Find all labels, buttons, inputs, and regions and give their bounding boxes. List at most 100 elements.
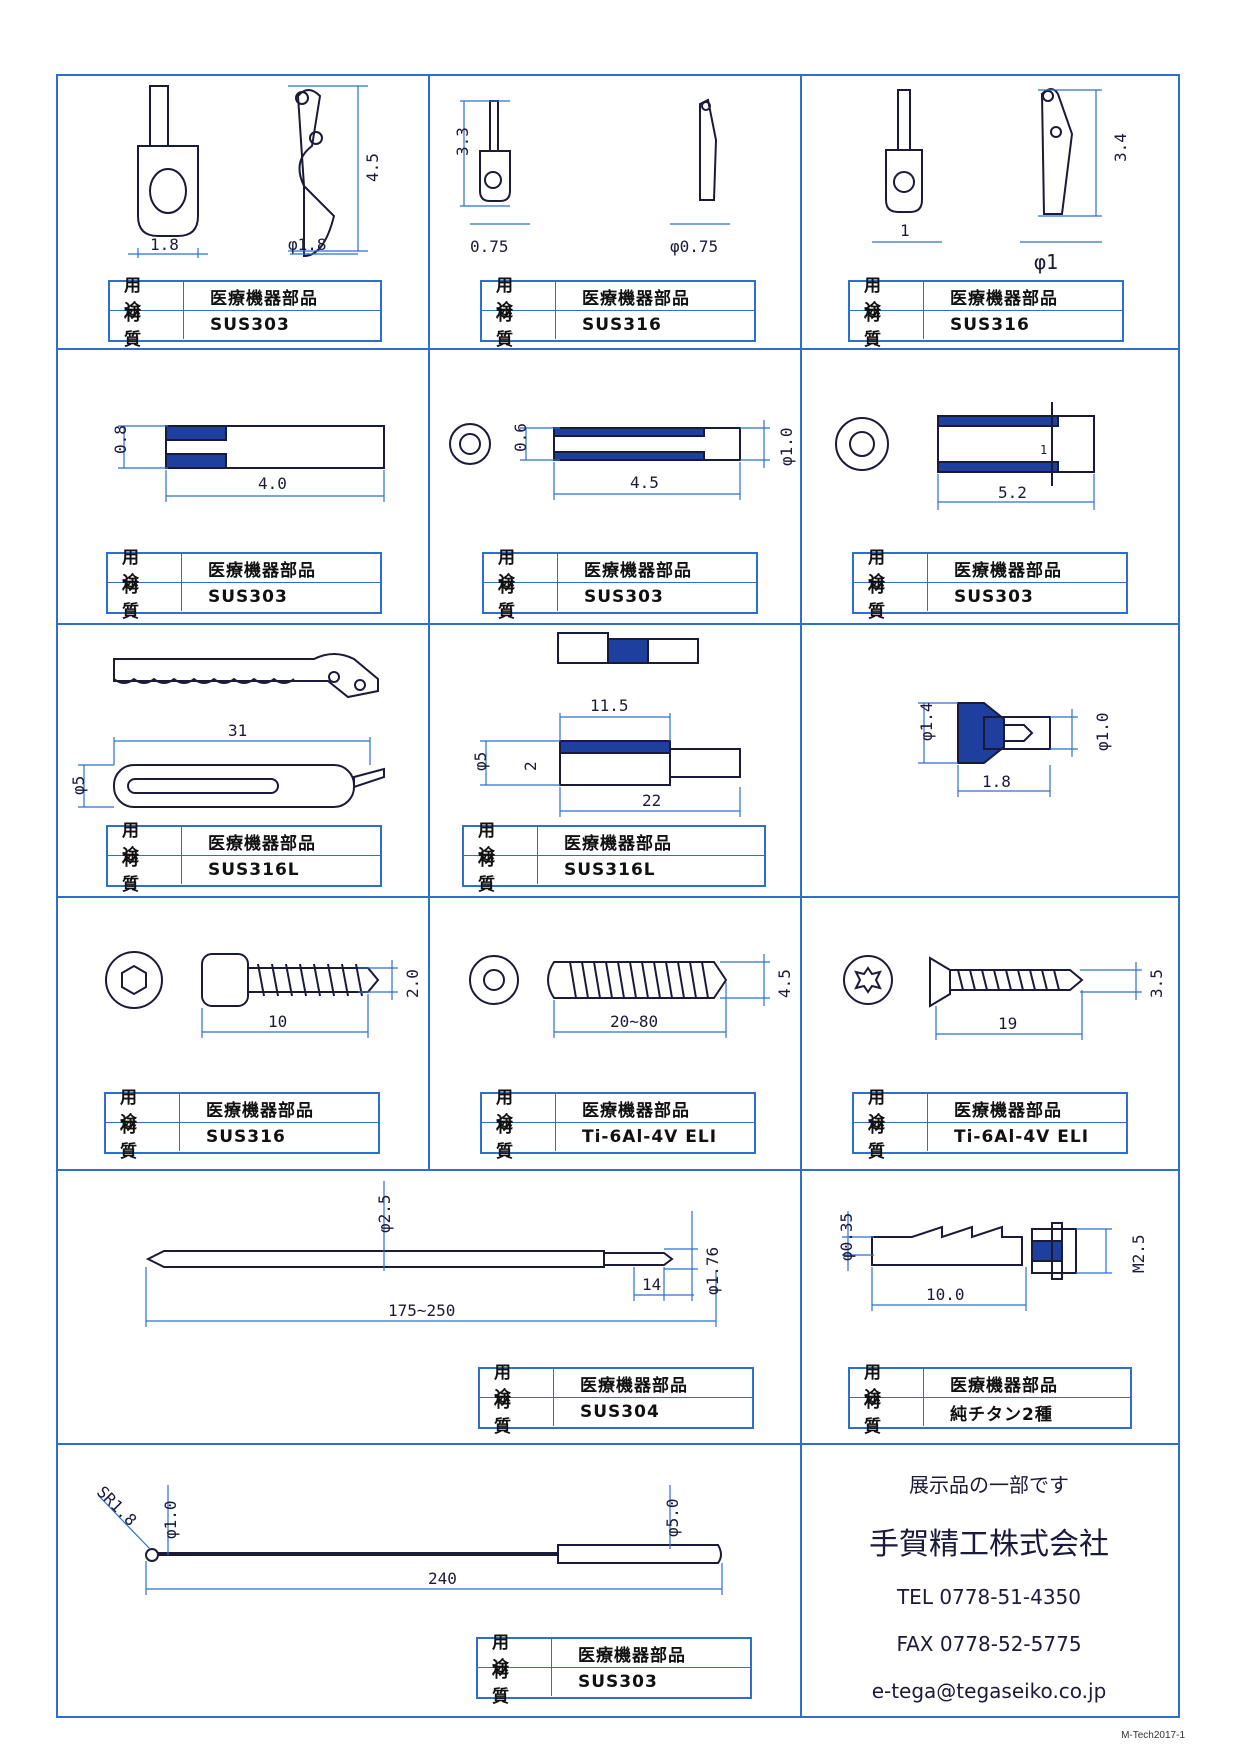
material-value: SUS316 — [950, 315, 1030, 335]
part-cell-9: φ1.4 φ1.0 1.8 — [802, 625, 1178, 896]
part-drawing-15: SR1.8 φ1.0 φ5.0 240 — [93, 1482, 723, 1595]
dim-label: 1.8 — [982, 772, 1011, 791]
dim-label: φ2.5 — [375, 1194, 394, 1233]
dim-label: 4.5 — [363, 153, 382, 182]
use-value: 医療機器部品 — [564, 833, 672, 854]
grid-line — [56, 1169, 1180, 1171]
material-value: SUS303 — [208, 587, 288, 607]
use-value: 医療機器部品 — [584, 560, 692, 581]
dim-label: 175~250 — [388, 1301, 455, 1320]
material-value: SUS303 — [954, 587, 1034, 607]
dim-label: φ1.8 — [288, 235, 327, 254]
company-tel: TEL 0778-51-4350 — [896, 1585, 1082, 1609]
material-label: 材質 — [108, 850, 182, 895]
dim-label: φ1.0 — [777, 427, 796, 466]
dim-label: 10.0 — [926, 1285, 965, 1304]
part-drawing-6: 5.2 1 — [835, 402, 1095, 510]
grid-line — [56, 623, 1180, 625]
use-value: 医療機器部品 — [950, 288, 1058, 309]
material-label: 材質 — [482, 1117, 556, 1162]
dim-label: 1 — [1040, 443, 1047, 457]
dim-label: φ5 — [69, 776, 88, 795]
part-drawing-3: 1 φ1 3.4 — [872, 88, 1130, 274]
part-drawing-10: 2.0 10 — [105, 951, 422, 1038]
use-value: 医療機器部品 — [582, 1100, 690, 1121]
material-value: SUS303 — [210, 315, 290, 335]
part-drawing-7: 31 φ5 — [69, 653, 385, 808]
material-value: SUS316 — [582, 315, 662, 335]
company-email: e-tega@tegaseiko.co.jp — [871, 1679, 1107, 1703]
grid-line — [56, 1443, 1180, 1445]
material-label: 材質 — [484, 577, 558, 622]
dim-label: 20~80 — [610, 1012, 658, 1031]
dim-label: φ1.0 — [161, 1500, 180, 1539]
dim-label: 0.75 — [470, 237, 509, 256]
part-drawing-13: φ2.5 φ1.76 14 175~250 — [145, 1181, 722, 1327]
material-value: SUS316 — [206, 1127, 286, 1147]
dim-label: 22 — [642, 791, 661, 810]
dim-label: M2.5 — [1129, 1234, 1148, 1273]
material-label: 材質 — [850, 305, 924, 348]
material-value: Ti-6Al-4V ELI — [582, 1127, 718, 1147]
dim-label: φ1 — [1034, 250, 1058, 274]
material-label: 材質 — [478, 1662, 552, 1707]
material-value: 純チタン2種 — [950, 1404, 1053, 1425]
part-drawing-5: 0.6 4.5 φ1.0 — [449, 420, 796, 500]
material-value: SUS316L — [564, 860, 656, 880]
part-drawing-2: 3.3 0.75 φ0.75 — [453, 98, 730, 256]
dim-label: φ1.4 — [917, 702, 936, 741]
dim-label: φ0.35 — [837, 1213, 856, 1261]
material-value: SUS303 — [578, 1672, 658, 1692]
use-value: 医療機器部品 — [954, 560, 1062, 581]
spec-table: 用途医療機器部品 材質純チタン2種 — [848, 1363, 1132, 1437]
part-drawing-9: φ1.4 φ1.0 1.8 — [917, 702, 1112, 797]
dim-label: φ5 — [471, 752, 490, 771]
company-fax: FAX 0778-52-5775 — [896, 1632, 1082, 1656]
dim-label: SR1.8 — [93, 1482, 140, 1529]
part-drawing-11: 4.5 20~80 — [469, 954, 794, 1038]
dim-label: 2 — [521, 761, 540, 771]
use-value: 医療機器部品 — [210, 288, 318, 309]
grid-line — [800, 74, 802, 1718]
dim-label: φ1.76 — [703, 1247, 722, 1295]
exhibit-note: 展示品の一部です — [909, 1473, 1069, 1497]
dim-label: φ0.75 — [670, 237, 718, 256]
dim-label: 1 — [900, 221, 910, 240]
dim-label: 11.5 — [590, 696, 629, 715]
dim-label: 3.3 — [453, 127, 472, 156]
material-label: 材質 — [482, 305, 556, 348]
dim-label: 3.5 — [1147, 969, 1166, 998]
dim-label: 240 — [428, 1569, 457, 1588]
part-drawing-1: 1.8 φ1.8 4.5 — [128, 85, 382, 258]
material-label: 材質 — [464, 850, 538, 895]
part-drawing-4: 0.8 4.0 — [111, 425, 385, 502]
dim-label: 0.8 — [111, 425, 130, 454]
use-value: 医療機器部品 — [950, 1375, 1058, 1396]
material-value: SUS303 — [584, 587, 664, 607]
material-label: 材質 — [854, 1117, 928, 1162]
dim-label: 19 — [998, 1014, 1017, 1033]
use-value: 医療機器部品 — [954, 1100, 1062, 1121]
material-label: 材質 — [106, 1117, 180, 1162]
dim-label: 5.2 — [998, 483, 1027, 502]
dim-label: 4.0 — [258, 474, 287, 493]
